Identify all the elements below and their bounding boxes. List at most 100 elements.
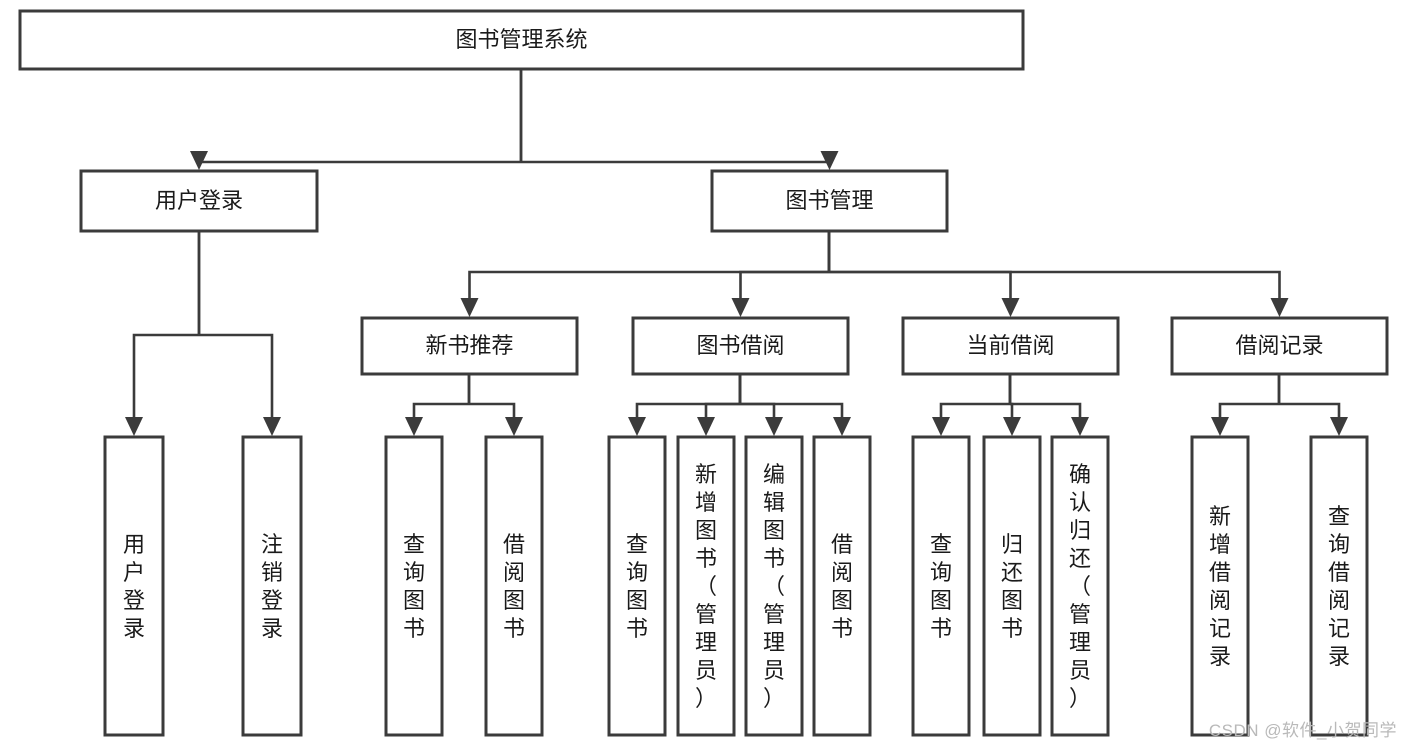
connector-user-login-to-leaf-user-logout <box>197 231 281 436</box>
node-leaf-edit-book[interactable]: 编辑图书（管理员） <box>744 435 804 737</box>
arrow-head-icon <box>263 417 281 436</box>
node-label: 查询图书 <box>403 532 425 641</box>
node-leaf-query-book-1[interactable]: 查询图书 <box>384 435 444 737</box>
node-current-borrow[interactable]: 当前借阅 <box>901 316 1120 376</box>
node-leaf-user-login[interactable]: 用户登录 <box>103 435 165 737</box>
node-box[interactable] <box>1309 435 1369 737</box>
node-label: 新书推荐 <box>425 333 513 358</box>
arrow-head-icon <box>1330 417 1348 436</box>
node-label: 注销登录 <box>261 532 283 641</box>
connector-elbow <box>1218 402 1279 417</box>
node-box[interactable] <box>911 435 971 737</box>
node-label: 用户登录 <box>123 532 145 641</box>
node-box[interactable] <box>1190 435 1250 737</box>
node-leaf-confirm-return[interactable]: 确认归还（管理员） <box>1050 435 1110 737</box>
connector-layer <box>125 69 1348 436</box>
node-label: 归还图书 <box>1001 532 1023 641</box>
connector-current-borrow-to-leaf-query-book-3 <box>932 374 1012 436</box>
node-book-manage[interactable]: 图书管理 <box>710 169 949 233</box>
node-box[interactable] <box>360 316 579 376</box>
connector-elbow <box>740 402 776 417</box>
node-box[interactable] <box>384 435 444 737</box>
connector-book-manage-to-borrow-record <box>827 231 1289 317</box>
arrow-head-icon <box>628 417 646 436</box>
node-label: 图书管理系统 <box>455 27 587 52</box>
connector-elbow <box>469 402 516 417</box>
node-leaf-add-record[interactable]: 新增借阅记录 <box>1190 435 1250 737</box>
node-label: 借阅图书 <box>831 532 853 641</box>
connector-elbow <box>199 333 274 417</box>
connector-elbow <box>635 402 740 417</box>
node-book-borrow[interactable]: 图书借阅 <box>631 316 850 376</box>
node-label: 借阅图书 <box>503 532 525 641</box>
node-label: 当前借阅 <box>966 333 1054 358</box>
connector-book-borrow-to-leaf-borrow-book-2 <box>738 374 851 436</box>
node-leaf-return-book[interactable]: 归还图书 <box>982 435 1042 737</box>
arrow-head-icon <box>405 417 423 436</box>
node-box[interactable] <box>812 435 872 737</box>
connector-elbow <box>1010 402 1014 417</box>
node-box[interactable] <box>982 435 1042 737</box>
node-box[interactable] <box>676 435 736 737</box>
arrow-head-icon <box>833 417 851 436</box>
connector-borrow-record-to-leaf-query-record <box>1277 374 1348 436</box>
arrow-head-icon <box>190 151 208 170</box>
connector-elbow <box>829 270 1012 298</box>
connector-book-manage-to-current-borrow <box>827 231 1020 317</box>
node-leaf-query-book-3[interactable]: 查询图书 <box>911 435 971 737</box>
node-box[interactable] <box>103 435 165 737</box>
arrow-head-icon <box>1270 298 1289 317</box>
node-root[interactable]: 图书管理系统 <box>18 9 1025 71</box>
node-box[interactable] <box>710 169 949 233</box>
connector-book-manage-to-book-borrow <box>731 231 831 317</box>
node-leaf-borrow-book-1[interactable]: 借阅图书 <box>484 435 544 737</box>
arrow-head-icon <box>460 298 479 317</box>
node-new-book-recommend[interactable]: 新书推荐 <box>360 316 579 376</box>
node-box[interactable] <box>1170 316 1389 376</box>
arrow-head-icon <box>820 151 839 170</box>
node-box[interactable] <box>18 9 1025 71</box>
node-leaf-add-book[interactable]: 新增图书（管理员） <box>676 435 736 737</box>
node-label: 新增借阅记录 <box>1209 504 1231 669</box>
node-box[interactable] <box>1050 435 1110 737</box>
node-leaf-borrow-book-2[interactable]: 借阅图书 <box>812 435 872 737</box>
arrow-head-icon <box>731 298 750 317</box>
node-box[interactable] <box>241 435 303 737</box>
arrow-head-icon <box>125 417 143 436</box>
node-leaf-user-logout[interactable]: 注销登录 <box>241 435 303 737</box>
node-box[interactable] <box>484 435 544 737</box>
connector-new-book-recommend-to-leaf-borrow-book-1 <box>467 374 523 436</box>
connector-elbow <box>829 270 1281 298</box>
node-label: 编辑图书（管理员） <box>763 462 785 711</box>
connector-elbow <box>412 402 469 417</box>
connector-elbow <box>1279 402 1341 417</box>
connector-root-to-book-manage <box>519 69 839 170</box>
arrow-head-icon <box>505 417 523 436</box>
arrow-head-icon <box>932 417 950 436</box>
node-box[interactable] <box>79 169 319 233</box>
node-label: 查询图书 <box>626 532 648 641</box>
node-box[interactable] <box>744 435 804 737</box>
node-box[interactable] <box>607 435 667 737</box>
node-label: 确认归还（管理员） <box>1069 462 1091 711</box>
connector-elbow <box>704 402 740 417</box>
connector-elbow <box>132 333 199 417</box>
node-user-login[interactable]: 用户登录 <box>79 169 319 233</box>
connector-elbow <box>1010 402 1082 417</box>
node-box[interactable] <box>631 316 850 376</box>
connector-root-to-user-login <box>190 69 523 170</box>
connector-new-book-recommend-to-leaf-query-book-1 <box>405 374 471 436</box>
node-leaf-query-record[interactable]: 查询借阅记录 <box>1309 435 1369 737</box>
node-borrow-record[interactable]: 借阅记录 <box>1170 316 1389 376</box>
connector-elbow <box>468 270 829 298</box>
node-box[interactable] <box>901 316 1120 376</box>
connector-elbow <box>739 270 829 298</box>
arrow-head-icon <box>697 417 715 436</box>
connector-elbow <box>740 402 844 417</box>
node-leaf-query-book-2[interactable]: 查询图书 <box>607 435 667 737</box>
node-label: 图书管理 <box>785 188 873 213</box>
connector-elbow <box>939 402 1010 417</box>
connector-current-borrow-to-leaf-confirm-return <box>1008 374 1089 436</box>
